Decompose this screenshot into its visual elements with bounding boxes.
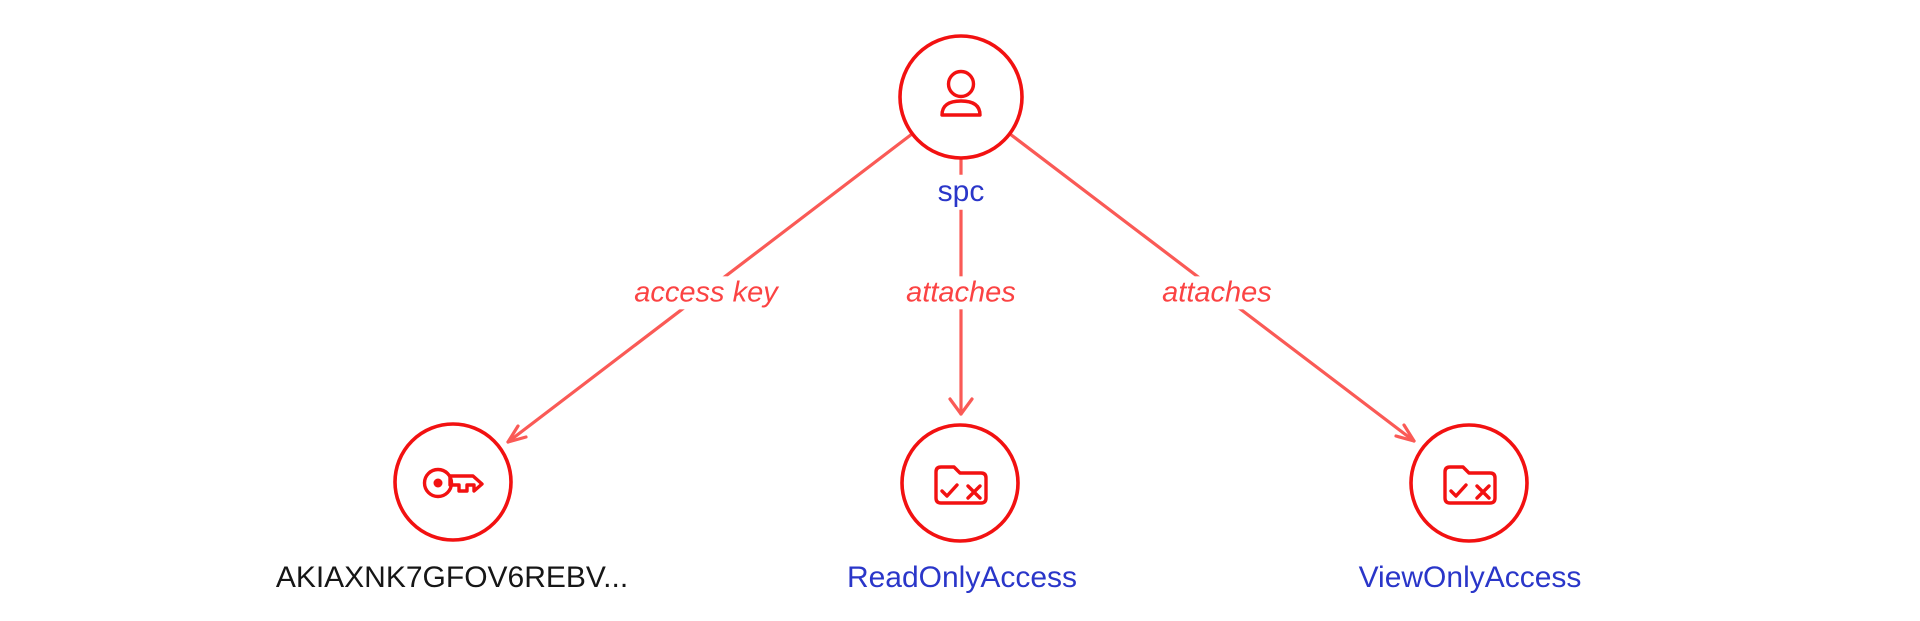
node-viewonly-policy[interactable] xyxy=(1409,423,1529,543)
key-icon xyxy=(422,467,484,499)
policy-folder-icon xyxy=(1443,465,1497,505)
access-key-node-label: AKIAXNK7GFOV6REBV... xyxy=(269,560,635,596)
arrowhead-icon xyxy=(948,397,974,416)
readonly-policy-node-label: ReadOnlyAccess xyxy=(840,560,1084,596)
edge-label-access-key: access key xyxy=(628,276,784,310)
arrowhead-icon xyxy=(506,424,528,444)
user-node-label: spc xyxy=(931,174,991,210)
node-access-key[interactable] xyxy=(393,422,513,542)
edge-label-attaches-readonly: attaches xyxy=(900,276,1022,310)
arrowhead-icon xyxy=(1394,423,1416,443)
viewonly-node-circle[interactable] xyxy=(1409,423,1529,543)
node-user[interactable] xyxy=(898,34,1024,160)
edge-label-attaches-viewonly: attaches xyxy=(1156,276,1278,310)
readonly-node-circle[interactable] xyxy=(900,423,1020,543)
user-icon xyxy=(940,69,982,117)
viewonly-policy-node-label: ViewOnlyAccess xyxy=(1352,560,1588,596)
policy-folder-icon xyxy=(934,465,988,505)
node-readonly-policy[interactable] xyxy=(900,423,1020,543)
